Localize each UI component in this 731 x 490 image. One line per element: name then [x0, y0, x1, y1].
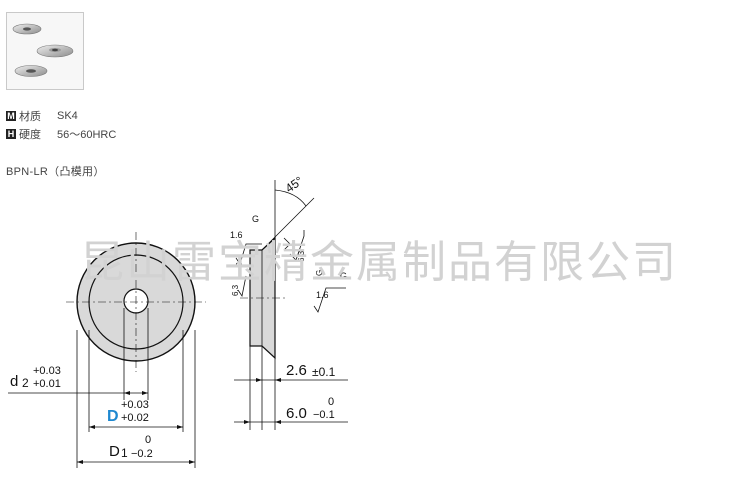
grind-mark-bottom: G	[340, 271, 347, 281]
t1-tolerance: ±0.1	[312, 365, 336, 379]
hardness-label: 硬度	[19, 129, 41, 141]
D-lower-tol: +0.02	[121, 412, 149, 424]
material-icon: M	[6, 111, 16, 121]
material-row: M 材质 SK4	[6, 108, 78, 124]
t2-lower-tol: −0.1	[313, 409, 335, 421]
D1-lower-tol: −0.2	[131, 448, 153, 460]
D-symbol: D	[107, 408, 119, 425]
d2-symbol: d	[10, 373, 18, 390]
hardness-value: 56～60HRC	[57, 129, 117, 141]
thickness-dimensions	[234, 346, 348, 430]
roughness-1-6-top: 1.6	[230, 230, 243, 240]
angle-dimension	[261, 180, 315, 251]
model-title: BPN-LR（凸模用）	[6, 166, 105, 178]
t2-base: 6.0	[286, 405, 307, 422]
hardness-icon: H	[6, 129, 16, 139]
d2-subscript: 2	[22, 376, 29, 390]
front-view	[66, 232, 206, 372]
roughness-6-3-left: 6.3	[231, 284, 240, 296]
hardness-row: H 硬度 56～60HRC	[6, 126, 116, 142]
roughness-1-6-bottom: 1.6	[316, 290, 329, 300]
grind-mark-right: G	[315, 270, 324, 276]
D1-subscript: 1	[121, 446, 128, 460]
D-upper-tol: +0.03	[121, 399, 149, 411]
D1-upper-tol: 0	[145, 434, 151, 446]
d2-upper-tol: +0.03	[33, 365, 61, 377]
d2-lower-tol: +0.01	[33, 378, 61, 390]
grind-mark-left: G	[235, 262, 244, 268]
material-label: 材质	[19, 111, 41, 123]
t1-base: 2.6	[286, 362, 307, 379]
washer-photo	[12, 23, 74, 77]
front-dimensions	[8, 308, 196, 468]
watermark: 昆山雷宝精金属制品有限公司	[80, 237, 678, 288]
material-value: SK4	[57, 110, 78, 122]
roughness-6-3-right: 6.3	[297, 250, 306, 262]
grind-mark-top: G	[252, 214, 259, 224]
product-thumbnail[interactable]	[6, 12, 84, 90]
D1-symbol: D	[109, 443, 120, 460]
t2-upper-tol: 0	[328, 396, 334, 408]
